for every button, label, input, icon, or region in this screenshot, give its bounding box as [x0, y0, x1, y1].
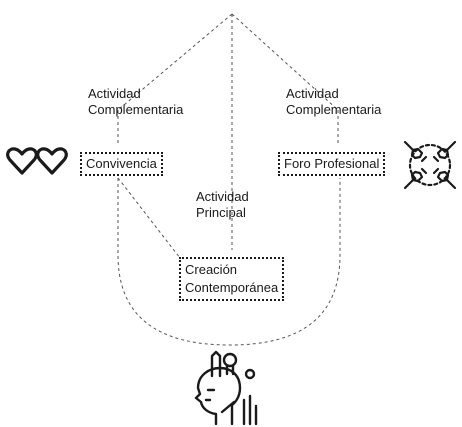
creative-mind-head-icon — [194, 350, 258, 426]
center-activity-line1: Actividad — [196, 189, 249, 204]
u-loop-line — [117, 178, 341, 346]
convivencia-label: Convivencia — [86, 156, 157, 171]
foro-profesional-box: Foro Profesional — [278, 152, 386, 176]
two-hearts-icon — [6, 147, 68, 175]
center-activity-label: Actividad Principal — [196, 189, 249, 221]
convivencia-to-creacion-line — [117, 177, 181, 259]
right-activity-line2: Complementaria — [286, 102, 382, 117]
creacion-line1: Creación — [185, 262, 238, 277]
center-activity-line2: Principal — [196, 205, 246, 220]
apex-to-left-line — [117, 13, 233, 111]
left-activity-line2: Complementaria — [88, 102, 184, 117]
fist-bump-circle-icon — [403, 140, 457, 190]
left-activity-label: Actividad Complementaria — [88, 86, 183, 118]
left-activity-line1: Actividad — [88, 86, 141, 101]
creacion-line2: Contemporánea — [185, 280, 279, 295]
right-activity-line1: Actividad — [286, 86, 339, 101]
foro-profesional-label: Foro Profesional — [284, 156, 380, 171]
right-activity-label: Actividad Complementaria — [286, 86, 381, 118]
convivencia-box: Convivencia — [80, 152, 163, 176]
creacion-contemporanea-box: Creación Contemporánea — [179, 257, 285, 301]
